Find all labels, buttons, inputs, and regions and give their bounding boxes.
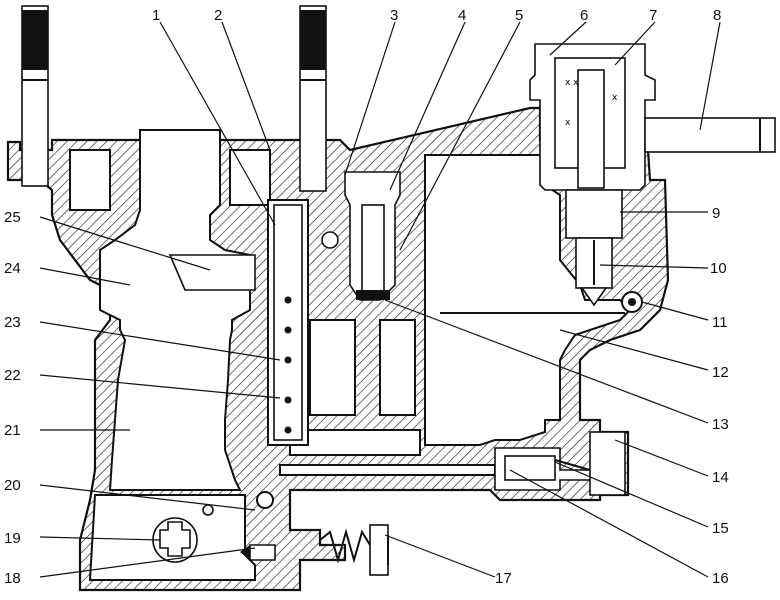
callout-16: 16	[712, 570, 729, 587]
main-jet-well	[321, 171, 401, 301]
svg-text:x: x	[612, 93, 618, 103]
fuel-inlet-fitting: x x x x	[529, 43, 776, 191]
callout-7: 7	[649, 7, 657, 24]
callout-4: 4	[458, 7, 466, 24]
callout-2: 2	[214, 7, 222, 24]
callout-21: 21	[4, 422, 21, 439]
callout-22: 22	[4, 367, 21, 384]
callout-6: 6	[580, 7, 588, 24]
callout-18: 18	[4, 570, 21, 587]
svg-text:x x: x x	[565, 78, 579, 88]
callout-25: 25	[4, 209, 21, 226]
callout-8: 8	[713, 7, 721, 24]
emulsion-tube	[273, 204, 303, 441]
callout-15: 15	[712, 520, 729, 537]
throttle-shaft	[152, 504, 214, 563]
callout-labels: 1 2 3 4 5 6 7 8 9 10 11 12 13 14 15 16 1…	[4, 7, 729, 587]
callout-14: 14	[712, 469, 729, 486]
callout-9: 9	[712, 205, 720, 222]
callout-3: 3	[390, 7, 398, 24]
check-ball	[256, 491, 274, 509]
callout-24: 24	[4, 260, 21, 277]
callout-1: 1	[152, 7, 160, 24]
callout-10: 10	[710, 260, 727, 277]
callout-17: 17	[495, 570, 512, 587]
callout-11: 11	[712, 314, 728, 331]
callout-12: 12	[712, 364, 729, 381]
vent-tubes	[21, 5, 327, 192]
callout-13: 13	[712, 416, 729, 433]
callout-19: 19	[4, 530, 21, 547]
svg-text:x: x	[565, 118, 571, 128]
callout-23: 23	[4, 314, 21, 331]
choke-plate	[168, 254, 256, 291]
callout-20: 20	[4, 477, 21, 494]
needle-valve	[565, 189, 623, 307]
leader-lines	[39, 21, 721, 578]
callout-5: 5	[515, 7, 523, 24]
